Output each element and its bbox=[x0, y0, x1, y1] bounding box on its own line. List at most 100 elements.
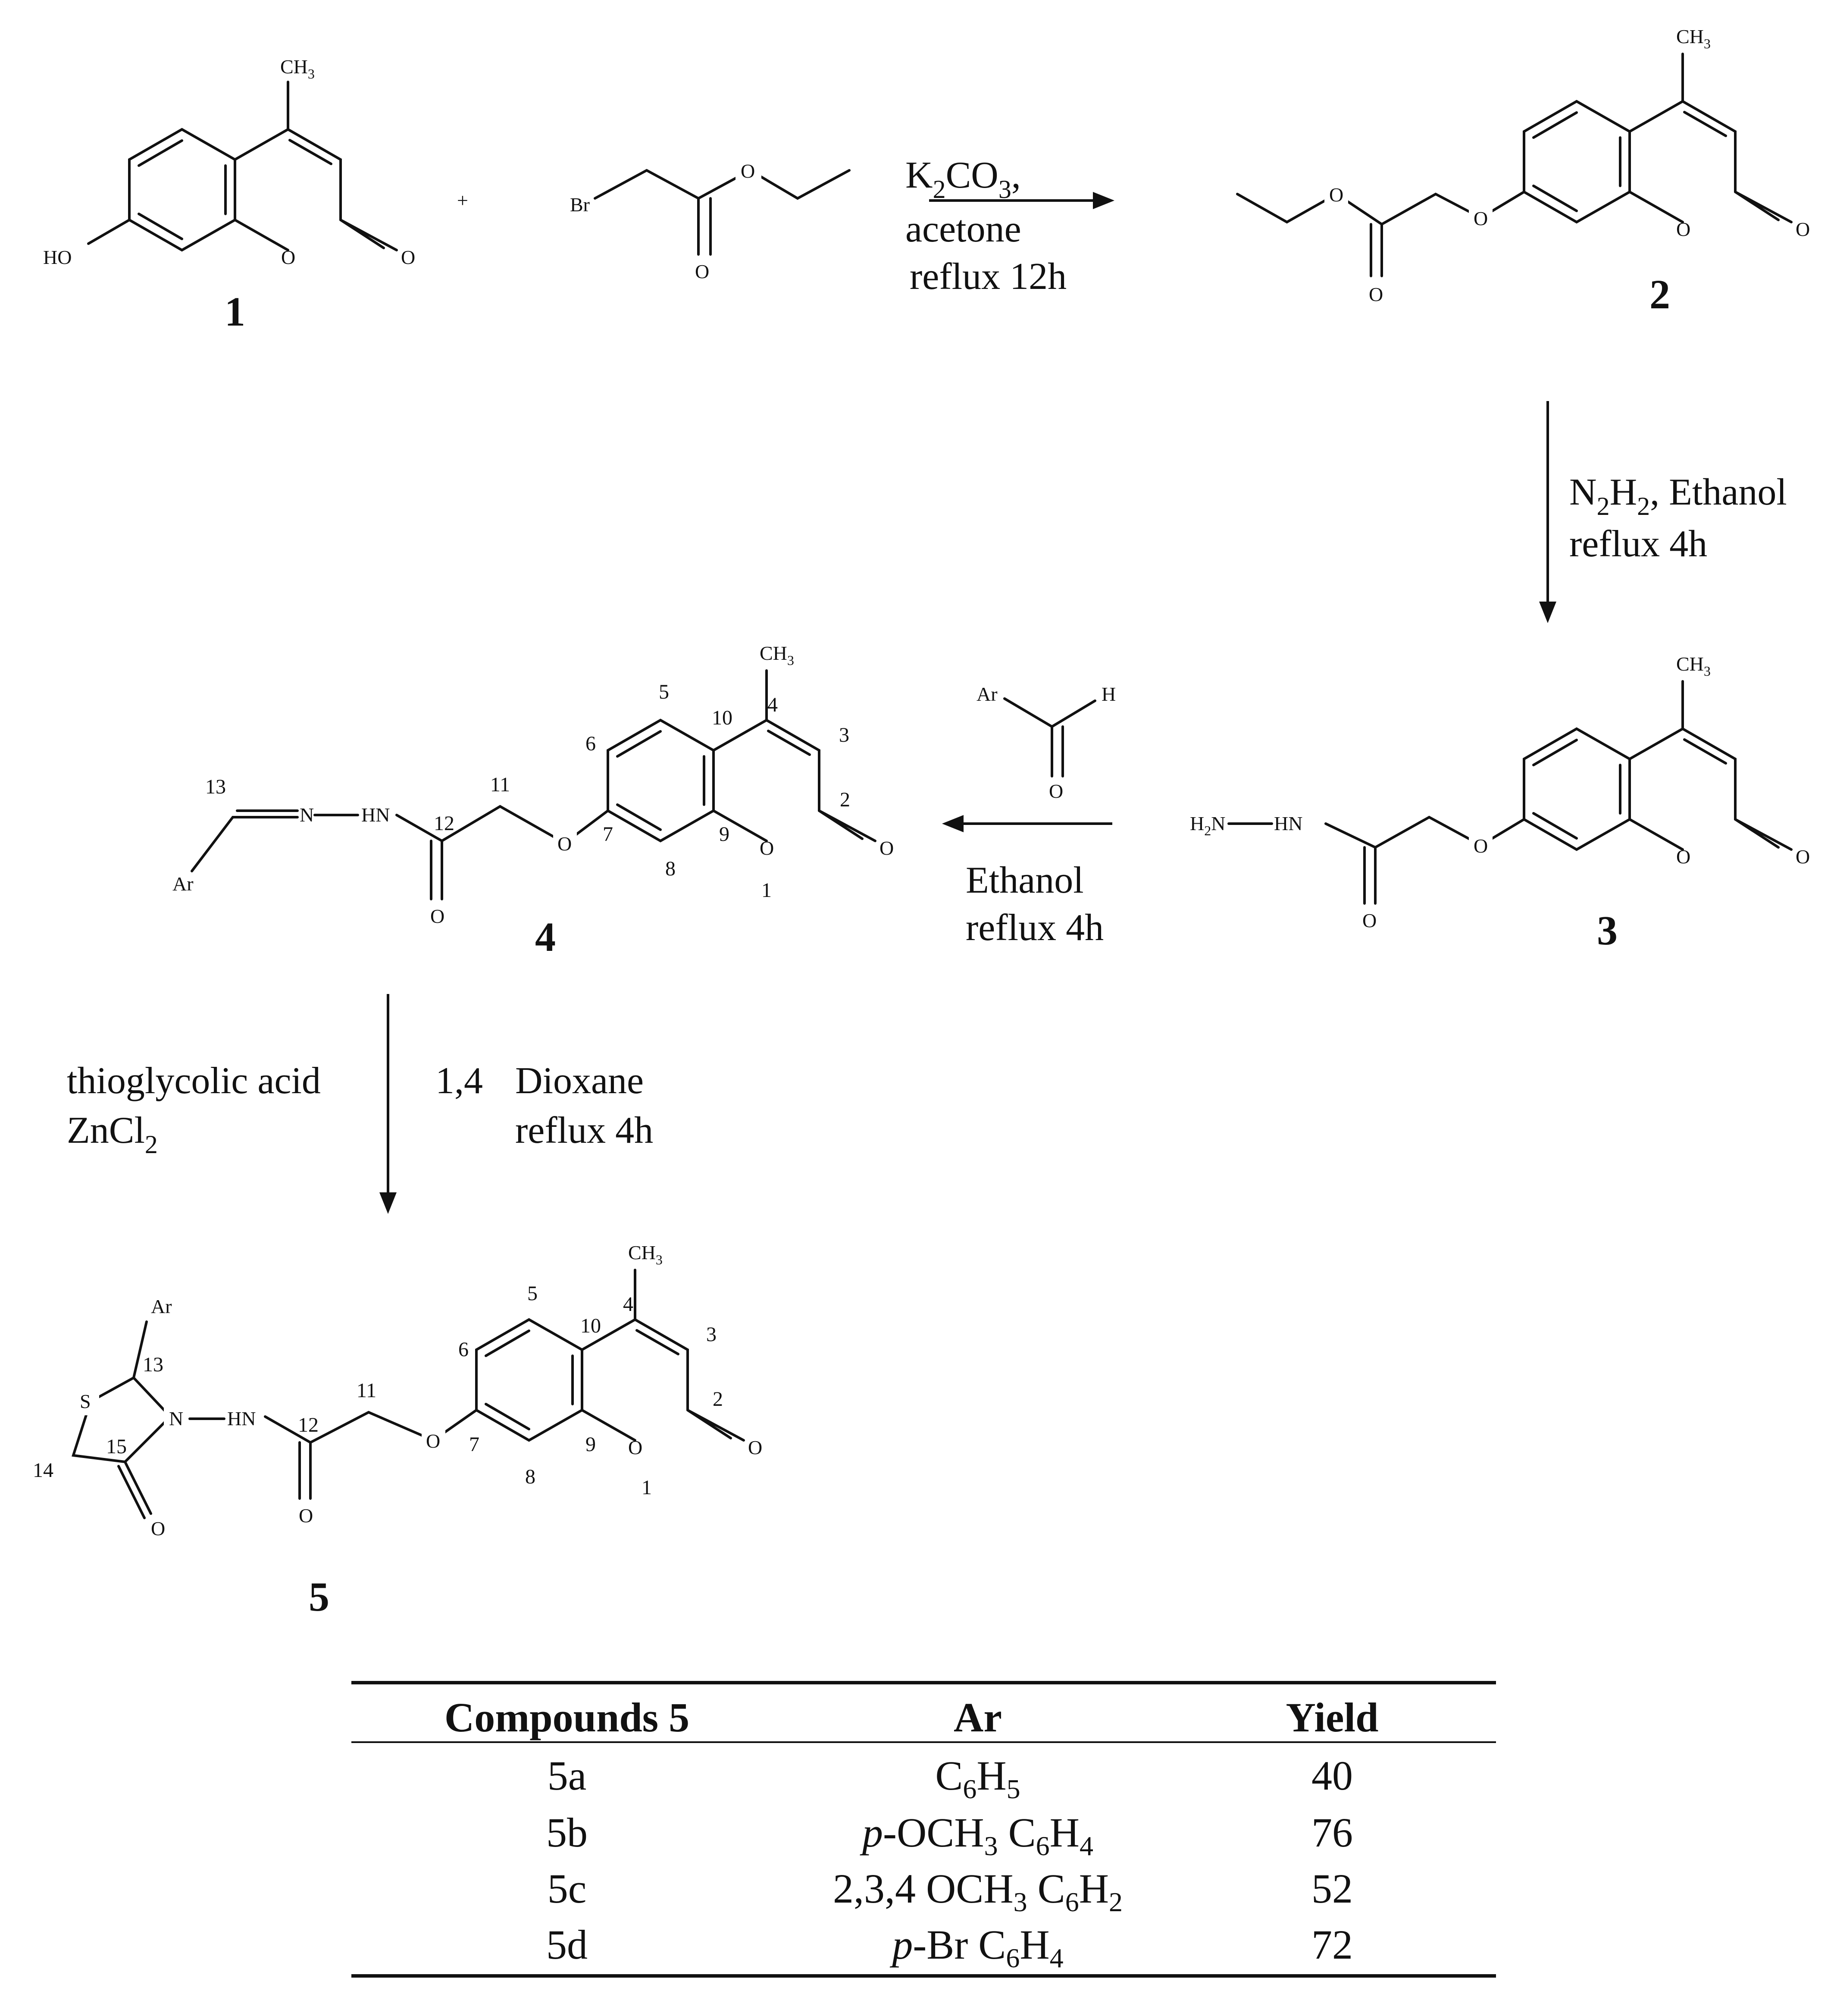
ester-oxygen-label: O bbox=[741, 160, 755, 182]
atom-number: 8 bbox=[525, 1465, 535, 1488]
header-yield: Yield bbox=[1286, 1694, 1378, 1740]
ring-n-label: N bbox=[169, 1408, 183, 1430]
yield-cell: 76 bbox=[1311, 1809, 1353, 1856]
yield-table: Compounds 5 Ar Yield 5a C6H5 40 5b p-OCH… bbox=[351, 1681, 1496, 1978]
atom-number: 5 bbox=[659, 680, 669, 703]
ch3-label: CH3 bbox=[1676, 653, 1711, 679]
yield-cell: 40 bbox=[1311, 1753, 1353, 1799]
atom-number: 6 bbox=[585, 732, 596, 755]
step3-time: reflux 4h bbox=[966, 907, 1104, 949]
hn-label: HN bbox=[1274, 812, 1302, 834]
step4-time: reflux 4h bbox=[515, 1110, 653, 1151]
ring-oxygen-label: O bbox=[281, 246, 295, 268]
ch3-label: CH3 bbox=[628, 1242, 663, 1267]
atom-number: 7 bbox=[603, 823, 613, 846]
ring-oxygen-label: O bbox=[628, 1436, 642, 1458]
lactone-oxygen-label: O bbox=[748, 1436, 762, 1458]
carbonyl-oxygen-label: O bbox=[695, 260, 709, 282]
header-compounds: Compounds 5 bbox=[444, 1694, 689, 1740]
compound-label-1: 1 bbox=[225, 288, 245, 335]
atom-number: 9 bbox=[585, 1433, 596, 1456]
yield-cell: 72 bbox=[1311, 1922, 1353, 1968]
compound-4-structure: CH3 O O O O HN N Ar 1 2 3 4 5 6 7 8 9 10… bbox=[172, 642, 894, 960]
compound-cell: 5b bbox=[546, 1809, 588, 1856]
carbonyl-oxygen-label: O bbox=[430, 905, 444, 927]
compound-3-structure: CH3 O O O O HN H2N 3 bbox=[1190, 653, 1810, 953]
hn-label: HN bbox=[361, 804, 390, 826]
ar-label: Ar bbox=[151, 1295, 172, 1317]
hydroxyl-label: HO bbox=[43, 246, 72, 268]
step2-arrow bbox=[1539, 401, 1556, 623]
atom-number: 2 bbox=[840, 788, 850, 811]
ch3-label: CH3 bbox=[1676, 25, 1711, 51]
atom-number: 10 bbox=[712, 706, 732, 729]
step4-arrow bbox=[379, 994, 397, 1214]
atom-number: 7 bbox=[469, 1433, 479, 1456]
atom-number: 13 bbox=[143, 1353, 163, 1376]
atom-number: 9 bbox=[719, 823, 729, 846]
ether-oxygen-label: O bbox=[426, 1430, 440, 1452]
ar-cell: p-Br C6H4 bbox=[889, 1922, 1063, 1973]
atom-number: 2 bbox=[713, 1388, 723, 1411]
step3-conditions: Ethanol reflux 4h bbox=[966, 859, 1104, 949]
step2-conditions: N2H2, Ethanol reflux 4h bbox=[1569, 471, 1787, 565]
atom-number: 1 bbox=[761, 879, 772, 902]
lactone-oxygen-label: O bbox=[1796, 218, 1810, 240]
step4-solvent: Dioxane bbox=[515, 1060, 644, 1102]
step4-reagent: thioglycolic acid bbox=[67, 1060, 321, 1102]
ring-oxygen-label: O bbox=[1676, 846, 1690, 868]
compound-label-2: 2 bbox=[1649, 271, 1670, 317]
atom-number: 12 bbox=[298, 1414, 319, 1436]
atom-number: 3 bbox=[839, 724, 849, 746]
ch3-label: CH3 bbox=[760, 642, 794, 668]
step3-arrow bbox=[942, 815, 1112, 832]
ar-label: Ar bbox=[976, 683, 998, 705]
ar-cell: 2,3,4 OCH3 C6H2 bbox=[833, 1866, 1123, 1917]
compound-1-structure: CH3 HO O O 1 bbox=[43, 56, 415, 335]
plus-sign: + bbox=[457, 189, 468, 211]
atom-number: 10 bbox=[580, 1314, 601, 1337]
atom-number: 11 bbox=[357, 1379, 376, 1402]
compound-label-3: 3 bbox=[1597, 907, 1618, 953]
compound-label-5: 5 bbox=[309, 1574, 329, 1620]
compound-label-4: 4 bbox=[535, 914, 556, 960]
imine-n-label: N bbox=[300, 804, 314, 826]
atom-number: 8 bbox=[665, 857, 676, 880]
step1-solvent: acetone bbox=[905, 208, 1021, 250]
bromine-label: Br bbox=[570, 194, 590, 216]
ether-oxygen-label: O bbox=[1474, 835, 1488, 857]
atom-number: 13 bbox=[205, 775, 226, 798]
sulfur-label: S bbox=[80, 1390, 91, 1412]
ester-oxygen-label: O bbox=[1329, 184, 1343, 206]
ring-oxygen-label: O bbox=[760, 837, 774, 859]
table-row: 5d p-Br C6H4 72 bbox=[546, 1922, 1353, 1973]
atom-number: 4 bbox=[767, 693, 778, 716]
atom-number: 4 bbox=[623, 1293, 633, 1316]
compound-cell: 5a bbox=[548, 1753, 587, 1799]
ring-carbonyl-oxygen-label: O bbox=[151, 1517, 165, 1539]
lactone-oxygen-label: O bbox=[879, 837, 894, 859]
step2-time: reflux 4h bbox=[1569, 523, 1707, 565]
step1-reagent: K2CO3, bbox=[905, 154, 1021, 204]
step4-locant: 1,4 bbox=[435, 1060, 483, 1102]
yield-cell: 52 bbox=[1311, 1866, 1353, 1912]
table-row: 5c 2,3,4 OCH3 C6H2 52 bbox=[548, 1866, 1353, 1917]
ether-oxygen-label: O bbox=[557, 833, 572, 855]
step1-time: reflux 12h bbox=[910, 256, 1067, 298]
step4-conditions: thioglycolic acid ZnCl2 1,4 Dioxane refl… bbox=[67, 1060, 653, 1159]
step2-reagent: N2H2, Ethanol bbox=[1569, 471, 1787, 520]
atom-number: 5 bbox=[527, 1282, 538, 1305]
carbonyl-oxygen-label: O bbox=[299, 1505, 313, 1527]
step1-conditions: K2CO3, acetone reflux 12h bbox=[905, 154, 1067, 298]
carbonyl-oxygen-label: O bbox=[1049, 780, 1063, 802]
atom-number: 12 bbox=[434, 812, 454, 835]
atom-number: 11 bbox=[490, 773, 510, 796]
step3-solvent: Ethanol bbox=[966, 859, 1084, 901]
lactone-oxygen-label: O bbox=[1796, 846, 1810, 868]
compound-2-structure: CH3 O O O O O 2 bbox=[1236, 25, 1810, 317]
ar-cell: C6H5 bbox=[935, 1753, 1020, 1804]
ar-cell: p-OCH3 C6H4 bbox=[860, 1809, 1093, 1861]
carbonyl-oxygen-label: O bbox=[1362, 909, 1377, 931]
compound-cell: 5c bbox=[548, 1866, 587, 1912]
